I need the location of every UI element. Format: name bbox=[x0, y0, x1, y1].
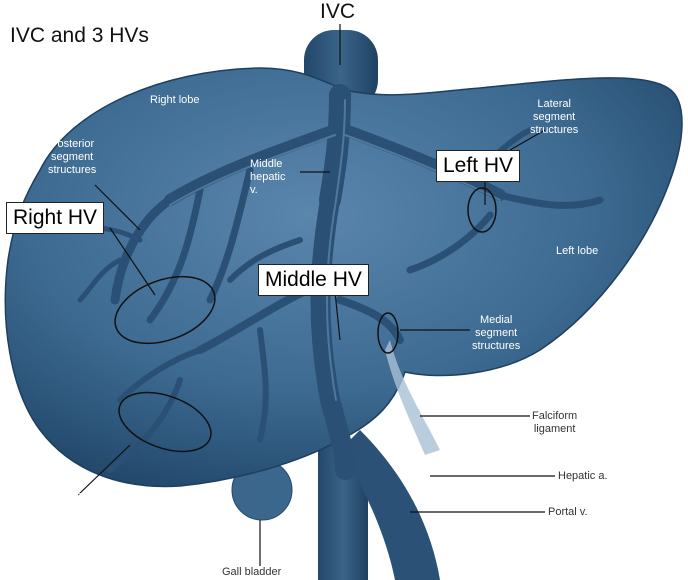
lateral-segment-label: Lateral segment structures bbox=[530, 98, 579, 136]
falciform-ligament bbox=[385, 340, 440, 455]
falciform-ligament-label: Falciform ligament bbox=[532, 410, 578, 435]
portal-v-label: Portal v. bbox=[548, 506, 588, 518]
ivc-label: IVC bbox=[320, 0, 356, 23]
medial-segment-label: Medial segment structures bbox=[472, 314, 521, 352]
left-lobe-label: Left lobe bbox=[556, 245, 599, 257]
vessel-network bbox=[77, 84, 604, 480]
middle-hv-callout: Middle HV bbox=[258, 264, 369, 296]
hepatic-a-label: Hepatic a. bbox=[558, 470, 608, 482]
gall-bladder-label: Gall bladder bbox=[222, 566, 282, 578]
anterior-segment-label: Anterior segment structures bbox=[55, 490, 104, 528]
posterior-segment-label: Posterior segment structures bbox=[48, 138, 97, 176]
left-hv-callout: Left HV bbox=[436, 150, 521, 182]
pointer-lines bbox=[77, 24, 555, 566]
right-lobe-label: Right lobe bbox=[150, 94, 200, 106]
page-title: IVC and 3 HVs bbox=[10, 24, 149, 47]
hv-markers bbox=[114, 187, 497, 453]
right-hv-callout: Right HV bbox=[6, 202, 105, 234]
portal-vein bbox=[340, 430, 440, 580]
middle-hepatic-v-label: Middle hepatic v. bbox=[250, 158, 286, 196]
